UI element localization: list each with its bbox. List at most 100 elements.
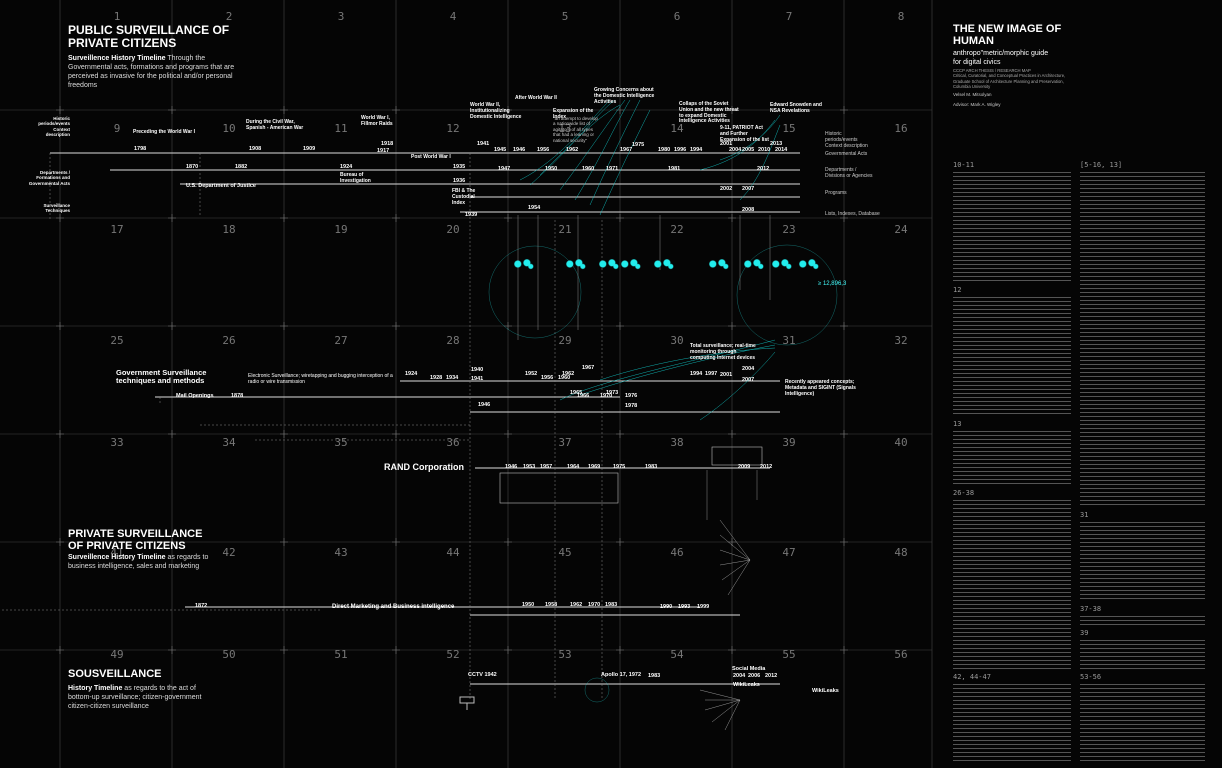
year-label: 1941	[471, 376, 484, 382]
right-panel-title: THE NEW IMAGE OF HUMAN	[953, 23, 1061, 47]
year-label: 1962	[566, 147, 579, 153]
legend-right-acts: Governmental Acts	[825, 151, 868, 157]
year-label: 1956	[541, 375, 554, 381]
year-label: 1964	[567, 464, 580, 470]
cell-number: 16	[894, 122, 908, 135]
cell-number: 52	[446, 648, 460, 661]
cell-number: 45	[558, 546, 572, 559]
public-description: Surveillence History Timeline Through th…	[68, 54, 243, 90]
cell-number: 39	[782, 436, 796, 449]
refs-heading: 12	[953, 286, 962, 294]
year-label: 2004	[733, 673, 746, 679]
era-snowden: Edward Snowden and NSA Revelations	[770, 102, 822, 114]
year-label: 1976	[625, 393, 638, 399]
year-label: 1967	[582, 365, 595, 371]
year-label: 1956	[537, 147, 550, 153]
era-collapse: Collaps of the Soviet Union and the new …	[679, 101, 739, 125]
refs-heading: [5-16, 13]	[1080, 161, 1123, 169]
legend-left-techniques: Surveillance Techniques	[43, 203, 70, 214]
right-panel-meta: CCCP ARCH THESIS / RESEARCH MAP Critical…	[953, 68, 1065, 89]
cell-number: 55	[782, 648, 796, 661]
cell-number: 33	[110, 436, 124, 449]
public-title-line2: PRIVATE CITIZENS	[68, 35, 177, 50]
year-label: 1960	[558, 375, 571, 381]
year-label: 1996	[674, 147, 687, 153]
cell-number: 53	[558, 648, 572, 661]
world-map-icon	[562, 258, 588, 270]
year-label: 1946	[513, 147, 526, 153]
refs-block	[953, 684, 1071, 762]
sous-apollo: Apollo 17, 1972	[601, 672, 642, 678]
refs-heading: 53-56	[1080, 673, 1102, 681]
year-label: 1917	[377, 148, 390, 154]
cell-number: 12	[446, 122, 460, 135]
year-label: 2006	[748, 673, 761, 679]
cell-number: 27	[334, 334, 348, 347]
cell-number: 24	[894, 223, 908, 236]
gov-techniques-title: Government Surveillance techniques and m…	[116, 368, 207, 385]
right-title-line2: HUMAN	[953, 34, 994, 47]
year-label: 1962	[562, 371, 575, 377]
year-label: 1945	[494, 147, 507, 153]
year-label: 2001	[720, 141, 733, 147]
count-label: ≥ 12,896,3	[818, 281, 847, 287]
refs-block	[953, 172, 1071, 284]
cell-number: 4	[449, 10, 457, 23]
year-label: 1918	[381, 141, 394, 147]
cell-number: 44	[446, 546, 460, 559]
year-label: 1969	[588, 464, 601, 470]
private-title-line1: PRIVATE SURVEILLANCE	[68, 528, 203, 540]
world-map-icon	[768, 258, 794, 270]
year-label: 1965	[570, 390, 583, 396]
year-label: 1978	[625, 403, 638, 409]
year-label: 1954	[528, 205, 541, 211]
legend-right-lists: Lists, Indexes, Database	[825, 211, 880, 217]
year-label: 1970	[600, 393, 613, 399]
refs-block	[953, 500, 1071, 670]
cell-number: 3	[337, 10, 345, 23]
year-label: 2014	[775, 147, 788, 153]
cell-number: 49	[110, 648, 124, 661]
private-description: Surveillence History Timeline as regards…	[68, 553, 228, 571]
year-label: 2004	[729, 147, 742, 153]
year-label: 1962	[570, 602, 583, 608]
year-label: 1953	[523, 464, 536, 470]
year-label: 1952	[525, 371, 538, 377]
cell-number: 30	[670, 334, 684, 347]
private-title-line2: OF PRIVATE CITIZENS	[68, 539, 186, 552]
year-label: 1882	[235, 164, 248, 170]
public-title-line1: PUBLIC SURVEILLANCE OF	[68, 23, 230, 37]
cell-number: 26	[222, 334, 236, 347]
era-concerns: Growing Concerns about the Domestic Inte…	[594, 87, 655, 105]
gov-techniques-mail: Mail Openings	[176, 393, 214, 399]
right-panel-advisor: Advisor: Mark A. Wigley	[953, 102, 1001, 107]
refs-block	[1080, 616, 1205, 626]
sous-social: Social Media	[732, 666, 766, 672]
cell-number: 19	[334, 223, 348, 236]
year-label: 1993	[678, 604, 691, 610]
public-title: PUBLIC SURVEILLANCE OF PRIVATE CITIZENS	[68, 24, 229, 49]
legend-right-historic: Historic periods/events Context descript…	[825, 131, 868, 149]
year-label: 1870	[186, 164, 199, 170]
right-meta-line1: CCCP ARCH THESIS / RESEARCH MAP	[953, 68, 1031, 73]
era-patriot: 9-11, PATRIOT Act and Further Expansion …	[720, 125, 769, 143]
cell-number: 54	[670, 648, 684, 661]
legend-right-departments: Departments / Divisions or Agencies	[825, 167, 873, 179]
year-label: 1908	[249, 146, 262, 152]
cell-number: 7	[785, 10, 793, 23]
year-label: 2001	[720, 372, 733, 378]
year-label: 1798	[134, 146, 147, 152]
private-title: PRIVATE SURVEILLANCE OF PRIVATE CITIZENS	[68, 528, 203, 552]
gov-techniques-electronic: Electronic Surveillance; wiretapping and…	[248, 373, 393, 385]
year-label: 1924	[340, 164, 353, 170]
cell-number: 48	[894, 546, 908, 559]
cell-number: 40	[894, 436, 908, 449]
era-index: Expansion of the Index	[553, 108, 594, 120]
year-label: 2005	[742, 147, 755, 153]
year-label: 1924	[405, 371, 418, 377]
year-label: 2009	[738, 464, 751, 470]
year-label: 1957	[540, 464, 553, 470]
cell-number: 42	[222, 546, 236, 559]
refs-heading: 26-38	[953, 489, 975, 497]
